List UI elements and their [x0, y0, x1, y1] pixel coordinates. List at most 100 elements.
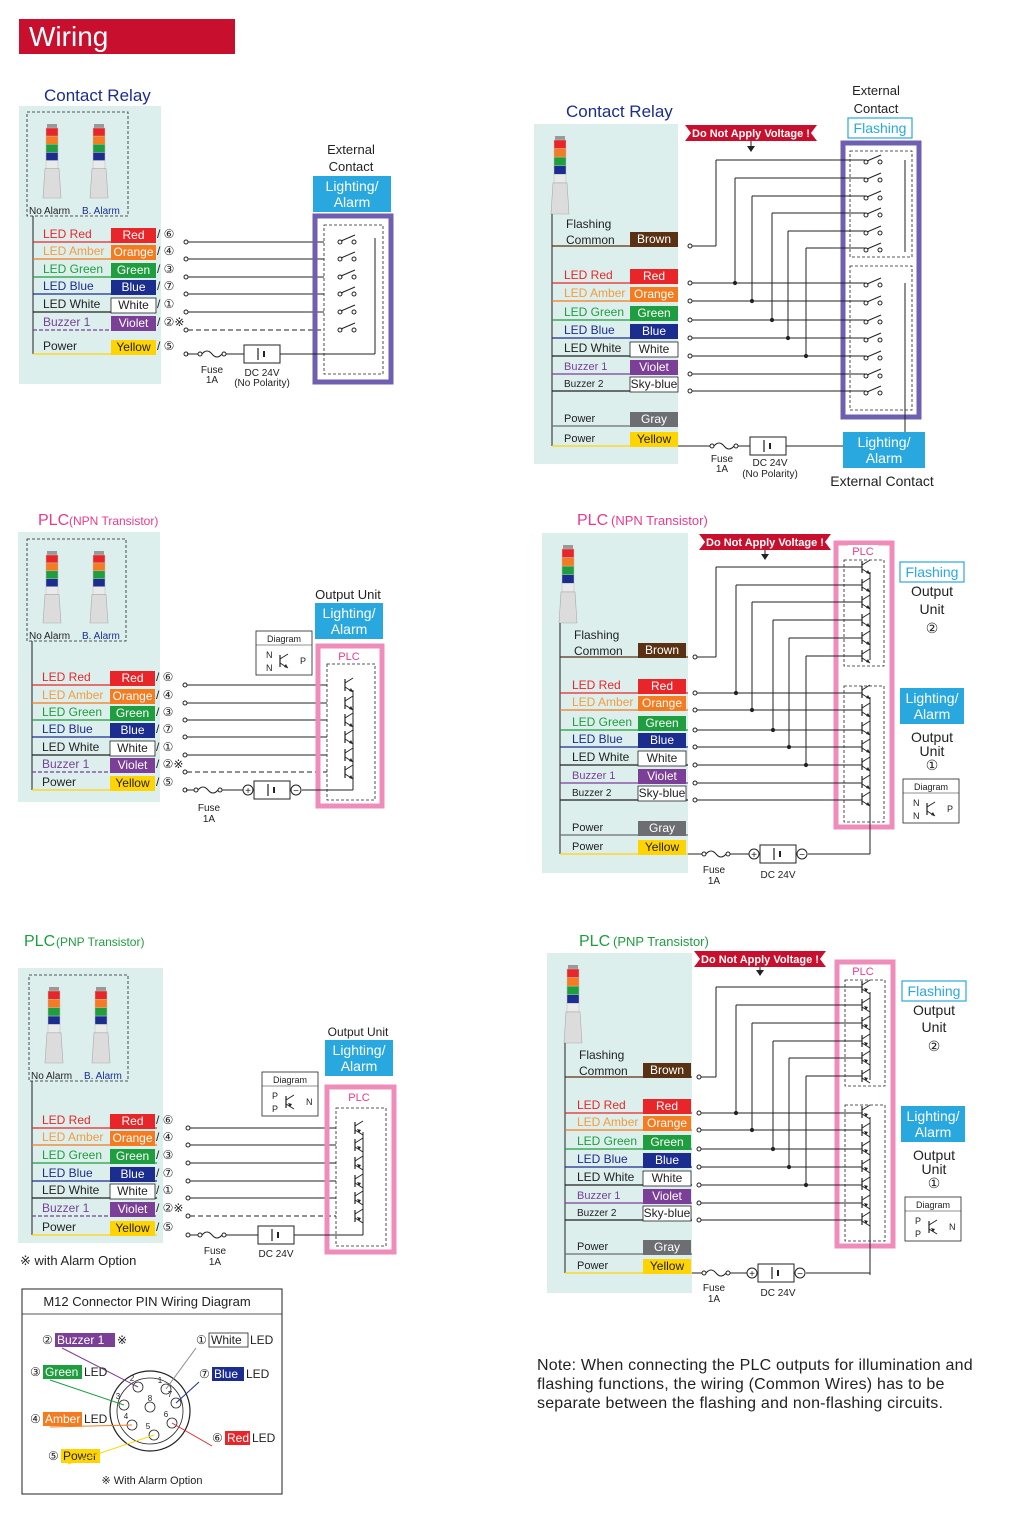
wire-row: Brown: [552, 232, 693, 249]
tower-lamp: [45, 152, 59, 161]
m12-pin-swatch: [225, 1431, 250, 1445]
plc-tag-bg: [848, 545, 878, 557]
m12-pin-name: Amber: [45, 1412, 80, 1426]
fuse-end: [197, 351, 203, 357]
m12-pin-name: Green: [45, 1365, 78, 1379]
wire-pin-number: / ⑤: [156, 775, 173, 789]
tower-cap: [94, 124, 104, 128]
contact-arm: [866, 368, 882, 376]
wire-color-label: Violet: [110, 758, 155, 773]
lighting-alarm-tag: Lighting/Alarm: [901, 1106, 965, 1142]
output-label: Output: [911, 729, 953, 745]
relay-inner: [323, 224, 384, 375]
fuse-icon: [197, 1231, 227, 1239]
terminal: [687, 280, 693, 286]
tower-frame: [26, 111, 129, 217]
tower-base: [89, 168, 109, 199]
section-title-plc-pnp: PLC: [24, 933, 55, 950]
transistor-arrow: [288, 1103, 292, 1107]
transistor-collector: [344, 695, 354, 702]
transistor-arrow: [866, 588, 870, 592]
wire-color-label: Sky-blue: [637, 785, 687, 802]
transistor-icon: [861, 1104, 871, 1120]
plus-sign: +: [749, 1269, 755, 1280]
wire-color-name: Red: [651, 679, 673, 693]
transistor-arrow: [349, 775, 353, 779]
transistor-icon: [861, 684, 871, 700]
signal-tower-icon: [91, 987, 111, 1064]
transistor-arrow: [866, 695, 870, 699]
wire-led-label: LED Red: [564, 268, 613, 282]
wire-color-label: Yellow: [111, 340, 156, 355]
transistor-collector: [861, 1176, 871, 1183]
wire-pin-number: / ⑦: [157, 279, 174, 293]
terminal: [687, 243, 693, 249]
tag-text: Alarm: [341, 1058, 378, 1074]
wire-led-label: Power: [572, 822, 604, 834]
terminal: [692, 780, 698, 786]
tag-text: Flashing: [854, 120, 907, 136]
output-unit-label: Output Unit: [328, 1025, 389, 1039]
wire-color-label: Red: [630, 269, 678, 284]
diagram-label: Diagram: [267, 634, 301, 644]
relay-contact-icon: [337, 234, 357, 245]
wire-color-name: Red: [121, 671, 143, 685]
b-alarm-label: B. Alarm: [82, 631, 120, 642]
transistor-arrow: [349, 740, 353, 744]
lighting-alarm-tag: Lighting/Alarm: [325, 1040, 393, 1076]
plc-tag-bg: [848, 965, 878, 977]
wire-color-swatch: [111, 280, 156, 295]
minus-sign: −: [797, 1269, 803, 1280]
wire-color-label: Sky-blue: [629, 376, 679, 393]
transistor-arrow: [357, 1146, 361, 1150]
tag-text: Alarm: [334, 194, 371, 210]
wire-color-label: Red: [110, 671, 155, 686]
wire-color-name: Yellow: [637, 432, 672, 446]
transistor-collector: [861, 1104, 871, 1111]
wire-color-label: Blue: [111, 280, 156, 295]
contact-point: [877, 230, 883, 236]
section-subtitle-npn-right: (NPN Transistor): [611, 513, 708, 528]
wire-pin-number: / ②※: [156, 757, 183, 771]
wire-color-name: Blue: [121, 280, 145, 294]
wire-pin-number: / ④: [156, 1130, 173, 1144]
contact-arm: [866, 295, 882, 303]
transistor-arrow: [864, 988, 868, 992]
wire-color-name: Blue: [655, 1153, 679, 1167]
wire-led-label: LED Blue: [564, 323, 615, 337]
transistor-icon: [861, 1176, 871, 1192]
tower-cap: [555, 136, 565, 140]
tower-lamp: [553, 165, 567, 175]
tower-lamp: [92, 152, 106, 161]
wire-color-name: Green: [637, 306, 670, 320]
transistor-arrow: [349, 723, 353, 727]
transistor-arrow: [864, 1042, 868, 1046]
wire-color-name: Orange: [634, 287, 674, 301]
fuse-end: [197, 1232, 203, 1238]
tag-text: Alarm: [914, 706, 951, 722]
wire-color-swatch: [111, 316, 156, 331]
wire-color-label: Blue: [638, 733, 686, 748]
tower-cap: [47, 124, 57, 128]
tag-text: Lighting/: [858, 434, 911, 450]
fuse-wave: [705, 850, 727, 858]
terminal: [687, 371, 693, 377]
transistor-icon: [344, 764, 354, 780]
contact-arm: [340, 322, 356, 330]
m12-pin-swatch: [61, 1449, 100, 1463]
section-subtitle-pnp: (PNP Transistor): [56, 935, 144, 949]
contact-point: [877, 159, 883, 165]
tower-base: [89, 594, 109, 624]
alarm-option-note: ※ with Alarm Option: [20, 1253, 136, 1268]
wire-color-label: White: [109, 1183, 156, 1200]
transistor-arrow: [357, 1164, 361, 1168]
wire-color-name: Green: [116, 1149, 149, 1163]
wire-row: Brown: [565, 1063, 702, 1080]
